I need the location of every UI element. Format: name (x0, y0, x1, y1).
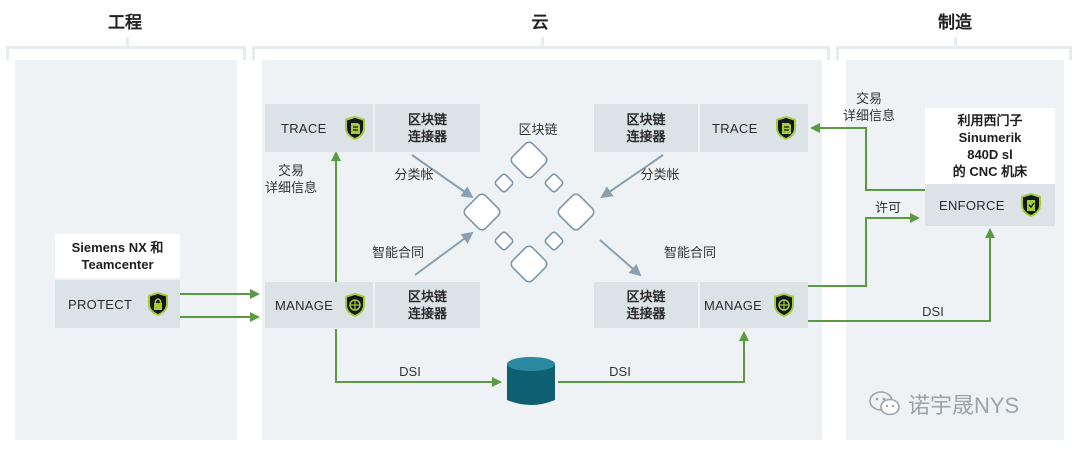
tx-details-left: 交易 详细信息 (264, 163, 317, 195)
smart-contract-right: 智能合同 (663, 245, 716, 260)
watermark: 诺宇晟NYS (868, 388, 1019, 420)
enforce-box[interactable]: ENFORCE (925, 184, 1055, 226)
blockchain-icon (463, 141, 595, 283)
dsi-label-left: DSI (399, 364, 421, 379)
shield-globe-icon (774, 293, 795, 317)
shield-document-icon (775, 116, 796, 140)
trace-right-box[interactable]: TRACE (700, 104, 808, 152)
manage-right-label: MANAGE (704, 297, 763, 313)
trace-left-box[interactable]: TRACE (265, 104, 373, 152)
dsi-label-right: DSI (609, 364, 631, 379)
enforce-label: ENFORCE (939, 197, 1005, 213)
zone-title-manufacturing: 制造 (938, 13, 972, 32)
wechat-icon (869, 391, 900, 416)
connector-top-right: 区块链 连接器 (594, 104, 698, 152)
zone-title-engineering: 工程 (108, 13, 142, 32)
blockchain-label: 区块链 (518, 122, 558, 137)
trace-right-label: TRACE (712, 120, 758, 136)
manage-left-box[interactable]: MANAGE (265, 282, 373, 328)
arrow-dsi-to-db (335, 329, 502, 387)
zone-title-cloud: 云 (531, 13, 549, 32)
arrow-dsi-to-manage-right (558, 331, 749, 383)
dsi-label-manufacturing: DSI (922, 304, 944, 319)
arrow-dsi-to-enforce (808, 228, 995, 322)
protect-label: PROTECT (68, 296, 133, 312)
ledger-label-right: 分类帐 (640, 167, 680, 182)
manufacturing-bracket (836, 37, 1072, 60)
arrow-contract-right (599, 239, 642, 277)
connector-bottom-right: 区块链 连接器 (594, 282, 698, 328)
arrow-enforce-to-trace (810, 123, 925, 191)
trace-left-label: TRACE (281, 120, 327, 136)
source-title: Siemens NX 和 Teamcenter (55, 234, 180, 278)
manage-left-label: MANAGE (275, 297, 334, 313)
engineering-bracket (6, 37, 246, 60)
machine-title: 利用西门子 Sinumerik 840D sl 的 CNC 机床 (925, 108, 1055, 184)
ledger-label-left: 分类帐 (394, 167, 434, 182)
database-icon (507, 357, 555, 405)
watermark-text: 诺宇晟NYS (908, 393, 1020, 418)
cloud-bracket (252, 37, 830, 60)
arrow-ledger-left (411, 154, 474, 199)
manage-right-box[interactable]: MANAGE (700, 282, 808, 328)
shield-document-icon (344, 116, 365, 140)
shield-globe-icon (345, 293, 366, 317)
protect-box[interactable]: PROTECT (55, 280, 180, 328)
arrow-ledger-right (600, 154, 664, 199)
permit-label: 许可 (874, 200, 901, 215)
arrow-permit (808, 213, 920, 287)
smart-contract-left: 智能合同 (371, 245, 424, 260)
connector-top-left: 区块链 连接器 (375, 104, 480, 152)
shield-check-document-icon (1020, 193, 1041, 217)
shield-lock-icon (148, 292, 169, 316)
arrow-contract-left (414, 231, 474, 276)
tx-details-right: 交易 详细信息 (842, 91, 895, 123)
connector-bottom-left: 区块链 连接器 (375, 282, 480, 328)
